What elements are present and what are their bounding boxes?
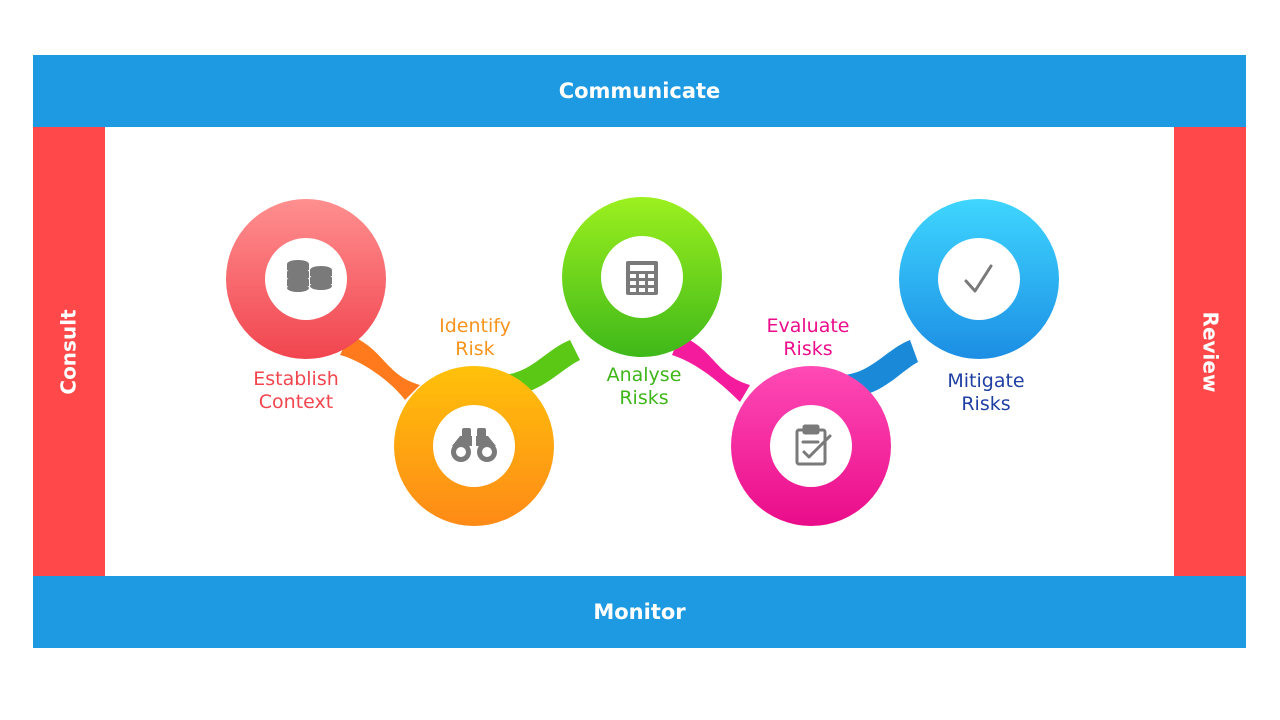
identify-label-line1: Identify [439,315,511,337]
review-bar: Review [1174,127,1246,576]
step-analyse-risks [562,197,722,357]
evaluate-label-line2: Risks [783,338,833,360]
evaluate-icon-bg [770,405,852,487]
mitigate-label-line2: Risks [961,393,1011,415]
checkmark-icon [964,264,993,293]
step-establish-context [226,199,386,359]
analyse-label-line2: Risks [619,387,669,409]
identify-risk-label: Identify Risk [395,315,555,361]
evaluate-label-line1: Evaluate [766,315,850,337]
monitor-label: Monitor [593,600,686,624]
coins-icon [287,260,332,292]
step-identify-risk [394,366,554,526]
monitor-bar: Monitor [33,576,1246,648]
analyse-label-line1: Analyse [606,364,682,386]
mitigate-icon-bg [938,238,1020,320]
identify-icon-bg [433,405,515,487]
evaluate-risks-label: Evaluate Risks [728,315,888,361]
identify-label-line2: Risk [455,338,495,360]
establish-label-line1: Establish [253,368,339,390]
step-mitigate-risks [899,199,1059,359]
binoculars-icon [451,428,497,462]
establish-context-label: Establish Context [216,368,376,414]
connector-analyse-evaluate [672,335,750,402]
mitigate-label-line1: Mitigate [947,370,1025,392]
communicate-label: Communicate [558,79,721,103]
calculator-icon [626,261,658,295]
communicate-bar: Communicate [33,55,1246,127]
establish-label-line2: Context [258,391,334,413]
consult-bar: Consult [33,127,105,576]
step-evaluate-risks [731,366,891,526]
analyse-risks-label: Analyse Risks [564,364,724,410]
connector-establish-identify [340,335,420,400]
clipboard-check-icon [795,424,832,466]
mitigate-risks-label: Mitigate Risks [906,370,1066,416]
